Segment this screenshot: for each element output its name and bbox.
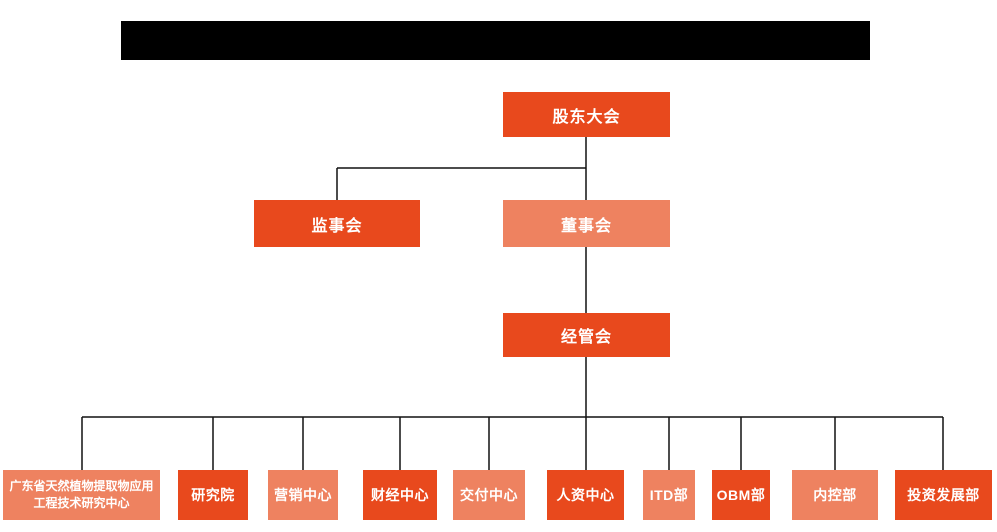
node-board-of-directors: 董事会 bbox=[503, 200, 670, 247]
node-management-committee: 经管会 bbox=[503, 313, 670, 357]
node-dept-finance-center: 财经中心 bbox=[363, 470, 437, 520]
node-shareholders-meeting: 股东大会 bbox=[503, 92, 670, 137]
node-dept-internal-control: 内控部 bbox=[792, 470, 878, 520]
redacted-title-bar bbox=[121, 21, 870, 60]
node-supervisory-board: 监事会 bbox=[254, 200, 420, 247]
node-dept-research-center: 广东省天然植物提取物应用工程技术研究中心 bbox=[3, 470, 160, 520]
node-dept-investment-development: 投资发展部 bbox=[895, 470, 992, 520]
node-dept-hr-center: 人资中心 bbox=[547, 470, 624, 520]
node-dept-itd: ITD部 bbox=[643, 470, 695, 520]
node-dept-marketing-center: 营销中心 bbox=[268, 470, 338, 520]
node-dept-delivery-center: 交付中心 bbox=[453, 470, 525, 520]
node-dept-obm: OBM部 bbox=[712, 470, 770, 520]
node-dept-research-institute: 研究院 bbox=[178, 470, 248, 520]
